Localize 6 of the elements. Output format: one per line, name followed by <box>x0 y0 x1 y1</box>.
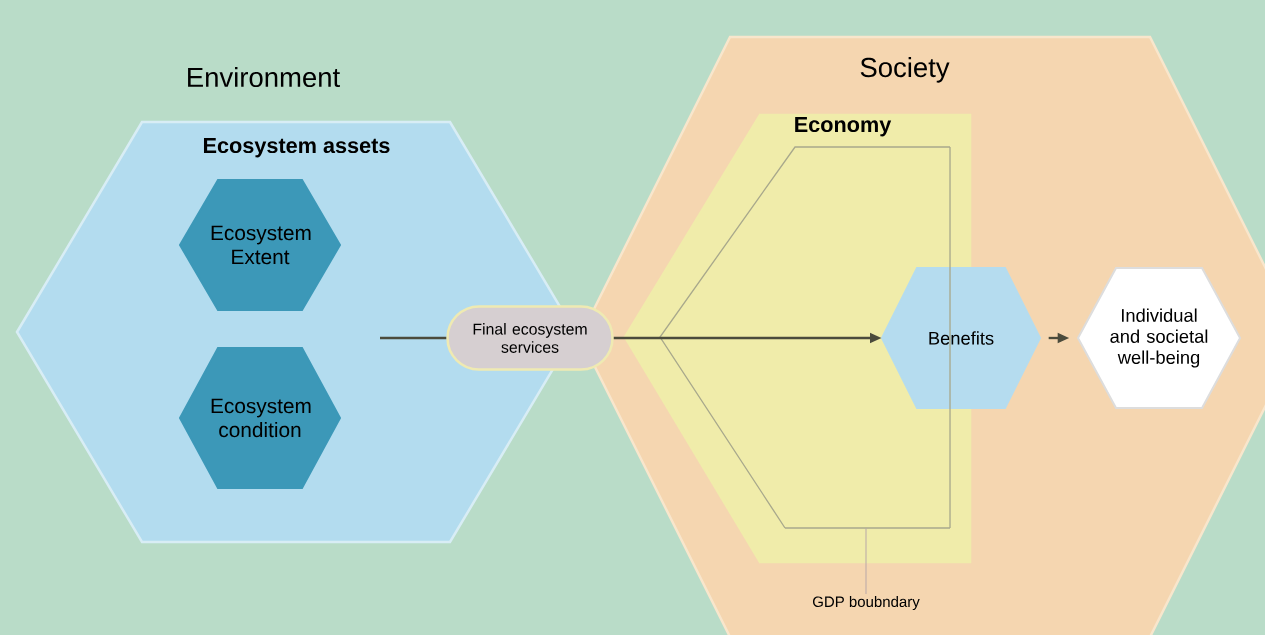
leader-line <box>865 527 867 595</box>
heading: Environment <box>188 66 340 88</box>
boundary-label: GDP boubndary <box>813 596 920 610</box>
boundary-line <box>784 527 951 529</box>
connector-line <box>380 336 447 340</box>
pill-node: Final ecosystem services <box>446 305 614 371</box>
